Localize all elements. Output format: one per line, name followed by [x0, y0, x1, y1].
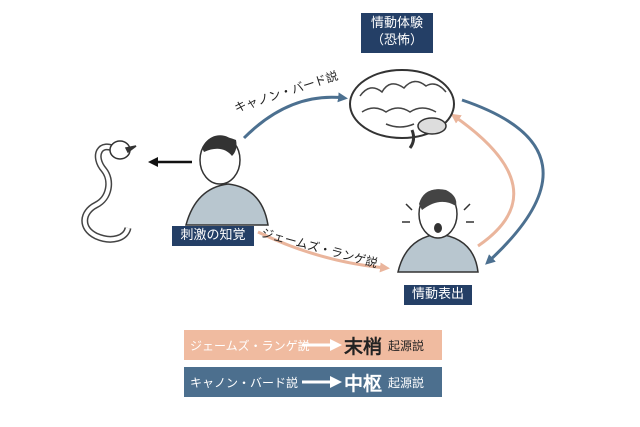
brain-illustration	[349, 69, 455, 149]
calm-person-illustration	[185, 135, 269, 226]
cannon-bard-arrow	[242, 92, 348, 140]
frightened-person-illustration	[397, 189, 479, 273]
legend-cannon-bard: キャノン・バード説 中枢 起源説	[184, 367, 442, 397]
stimulus-perception-box: 刺激の知覚	[172, 226, 254, 246]
emotional-expression-box: 情動表出	[404, 285, 472, 305]
legend-arrow-icon	[302, 339, 342, 351]
legend-origin: 末梢	[344, 336, 383, 358]
james-lange-arrow	[257, 230, 390, 273]
legend-arrow-icon	[302, 376, 342, 388]
emotional-experience-label: 情動体験	[370, 16, 423, 31]
legend-origin: 中枢	[344, 373, 383, 395]
legend-suffix: 起源説	[388, 376, 425, 390]
legend-theory-name: キャノン・バード説	[190, 376, 299, 390]
emotional-experience-sublabel: （恐怖）	[370, 33, 423, 48]
brain-to-expression-arrow	[461, 98, 545, 265]
cobra-illustration	[81, 140, 137, 243]
expression-to-brain-arrow	[450, 113, 516, 248]
emotional-experience-box: 情動体験 （恐怖）	[361, 13, 433, 53]
legend-theory-name: ジェームズ・ランゲ説	[190, 339, 310, 353]
legend-suffix: 起源説	[388, 339, 425, 353]
legend-james-lange: ジェームズ・ランゲ説 末梢 起源説	[184, 330, 442, 360]
